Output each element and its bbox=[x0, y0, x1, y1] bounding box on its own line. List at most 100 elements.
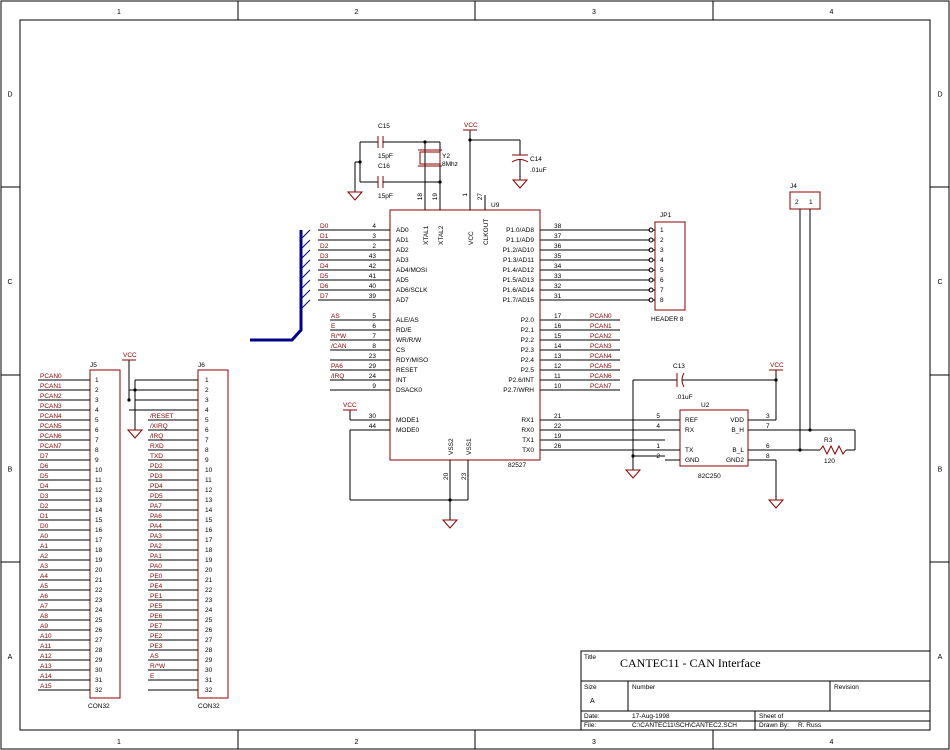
jp1-ref: JP1 bbox=[660, 212, 672, 219]
u9-left-pin-num: 44 bbox=[369, 423, 377, 430]
u9-left-pin-name: AD1 bbox=[396, 237, 409, 244]
u9-right-pin-name: P2.1 bbox=[521, 327, 535, 334]
j6-ref: J6 bbox=[198, 362, 205, 369]
jp1-pin: 6 bbox=[660, 277, 664, 284]
j6-pin-num: 12 bbox=[205, 487, 213, 494]
u9-top-pin-name: XTAL2 bbox=[438, 225, 445, 245]
j5-pin-num: 9 bbox=[95, 457, 99, 464]
j6-net: PE5 bbox=[150, 603, 163, 610]
j6-net: TXD bbox=[150, 453, 163, 460]
u9-right-pin-num: 33 bbox=[554, 273, 562, 280]
j5-pin-num: 18 bbox=[95, 547, 103, 554]
j6-pin-num: 6 bbox=[205, 427, 209, 434]
u9-top-pin-num: 18 bbox=[417, 193, 424, 201]
zone-col-top: 2 bbox=[355, 9, 359, 16]
u9-right-pin-name: P1.6/AD14 bbox=[503, 287, 535, 294]
u2-right-pin-num: 3 bbox=[766, 413, 770, 420]
u9-right-pin-num: 13 bbox=[554, 353, 562, 360]
u9-left-pin-num: 7 bbox=[372, 333, 376, 340]
u9-right-pin-num: 37 bbox=[554, 233, 562, 240]
u9-right-pin-num: 15 bbox=[554, 333, 562, 340]
u2-part: 82C250 bbox=[698, 473, 721, 480]
u2-ref: U2 bbox=[701, 402, 710, 409]
u9-right-pin-name: P1.0/AD8 bbox=[506, 227, 534, 234]
u9-right-pin-num: 22 bbox=[554, 423, 562, 430]
vcc-label-u2: VCC bbox=[770, 362, 784, 369]
j5-pin-num: 29 bbox=[95, 657, 103, 664]
j6-pin-num: 16 bbox=[205, 527, 213, 534]
u9-left-net: R/*W bbox=[331, 333, 347, 340]
u9-left-pin-name: RD/E bbox=[396, 327, 412, 334]
j5-pin-num: 6 bbox=[95, 427, 99, 434]
j5-pin-num: 15 bbox=[95, 517, 103, 524]
u9-left-net: D5 bbox=[320, 273, 329, 280]
j5-net: D0 bbox=[40, 523, 49, 530]
j6-net: PA6 bbox=[150, 513, 162, 520]
j5-net: PCAN5 bbox=[40, 423, 62, 430]
j6-pin-num: 14 bbox=[205, 507, 213, 514]
j5-net: A0 bbox=[40, 533, 48, 540]
j5-net: A1 bbox=[40, 543, 48, 550]
u2-left-pin-name: RX bbox=[685, 427, 695, 434]
u9-left-pin-num: 5 bbox=[372, 313, 376, 320]
j5-pin-num: 1 bbox=[95, 377, 99, 384]
j6-net: PD4 bbox=[150, 483, 163, 490]
u9-left-net: E bbox=[331, 323, 336, 330]
u9-left-pin-name: INT bbox=[396, 377, 407, 384]
u9-left-pin-name: CS bbox=[396, 347, 406, 354]
j6-net: PE6 bbox=[150, 613, 163, 620]
u9-right-pin-name: P1.1/AD9 bbox=[506, 237, 534, 244]
u9-bottom-pin-num: 23 bbox=[461, 472, 468, 480]
u9-left-pin-name: DSACK0 bbox=[396, 387, 422, 394]
j6-net: PA0 bbox=[150, 563, 162, 570]
j6-net: R/*W bbox=[150, 663, 166, 670]
file-value: C:\CANTEC11\SCH\CANTEC2.SCH bbox=[632, 722, 737, 729]
drawn-caption: Drawn By: bbox=[759, 722, 789, 729]
crystal-ref: Y2 bbox=[442, 153, 450, 160]
j6-net: AS bbox=[150, 653, 159, 660]
size-caption: Size bbox=[584, 684, 597, 691]
u9-bottom-pin-name: VSS1 bbox=[466, 438, 473, 455]
jp1-part: HEADER 8 bbox=[651, 316, 684, 323]
u9-right-pin-num: 38 bbox=[554, 223, 562, 230]
j5-connector: J5 CON32 PCAN01PCAN12PCAN23PCAN34PCAN45P… bbox=[38, 362, 121, 710]
u2-left-pin-num: 2 bbox=[656, 453, 660, 460]
u9-left-pin-num: 29 bbox=[369, 363, 377, 370]
u9-right-pin-name: TX1 bbox=[522, 437, 534, 444]
j5-pin-num: 5 bbox=[95, 417, 99, 424]
j5-pin-num: 12 bbox=[95, 487, 103, 494]
j6-pin-num: 20 bbox=[205, 567, 213, 574]
zone-col-bottom: 1 bbox=[117, 739, 121, 746]
j5-pin-num: 28 bbox=[95, 647, 103, 654]
drawn-value: R. Russ bbox=[798, 722, 822, 729]
j5-net: A4 bbox=[40, 573, 48, 580]
j6-net: /RESET bbox=[150, 413, 174, 420]
j5-net: PCAN0 bbox=[40, 373, 62, 380]
j6-pin-num: 19 bbox=[205, 557, 213, 564]
j4-pin1: 1 bbox=[809, 199, 813, 206]
u9-right-pin-name: P1.3/AD11 bbox=[503, 257, 534, 264]
u9-left-pin-name: AD3 bbox=[396, 257, 409, 264]
j6-pin-num: 3 bbox=[205, 397, 209, 404]
j6-net: /IRQ bbox=[150, 433, 163, 440]
u9-right-pin-num: 32 bbox=[554, 283, 562, 290]
u9-right-pin-name: RX1 bbox=[521, 417, 534, 424]
c14-value: .01uF bbox=[530, 167, 547, 174]
j5-pin-num: 14 bbox=[95, 507, 103, 514]
j6-pin-num: 29 bbox=[205, 657, 213, 664]
c16-ref: C16 bbox=[378, 163, 390, 170]
j6-net: PD2 bbox=[150, 463, 163, 470]
u9-left-pin-name: AD5 bbox=[396, 277, 409, 284]
jp1-pin: 2 bbox=[660, 237, 664, 244]
u9-left-pin-name: WR/R/W bbox=[396, 337, 422, 344]
zone-row-left: D bbox=[7, 92, 12, 99]
u9-left-pin-num: 23 bbox=[369, 353, 377, 360]
j4-ref: J4 bbox=[790, 183, 797, 190]
j6-pin-num: 1 bbox=[205, 377, 209, 384]
u9-left-pin-name: RESET bbox=[396, 367, 418, 374]
j6-pin-num: 30 bbox=[205, 667, 213, 674]
u2-right-pin-num: 8 bbox=[766, 453, 770, 460]
crystal-section: C15 15pF C16 15pF Y2 8Mhz bbox=[346, 123, 458, 201]
j5-net: PCAN7 bbox=[40, 443, 62, 450]
